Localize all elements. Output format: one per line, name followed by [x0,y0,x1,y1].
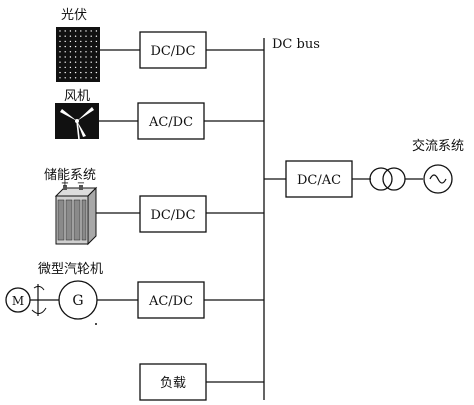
battery-minus-terminal: − [77,178,85,189]
wind-converter-label: AC/DC [148,115,193,130]
motor-label: M [12,294,24,308]
dc-bus-label: DC bus [272,37,320,52]
micro-turbine-icon [5,280,98,325]
inverter-box [285,160,353,198]
grid-label: 交流系统 [412,138,464,154]
generator-label: G [72,293,83,309]
battery-plus-terminal: + [61,178,69,189]
pv-panel-icon [56,27,100,82]
load-label: 负载 [160,376,186,391]
transformer-icon [369,167,406,191]
storage-label: 储能系统 [44,168,96,183]
pv-label: 光伏 [61,8,87,23]
inverter-label: DC/AC [297,173,341,188]
turbine-converter-label: AC/DC [148,294,193,309]
pv-converter-label: DC/DC [150,44,195,59]
ac-source-icon [423,164,453,194]
turbine-label: 微型汽轮机 [38,262,103,277]
turbine-converter-box [137,281,205,319]
storage-converter-box [139,195,207,233]
storage-converter-label: DC/DC [150,208,195,223]
battery-icon [54,185,98,246]
wind-turbine-icon [55,103,99,140]
wind-label: 风机 [64,89,90,104]
wind-converter-box [137,102,205,140]
